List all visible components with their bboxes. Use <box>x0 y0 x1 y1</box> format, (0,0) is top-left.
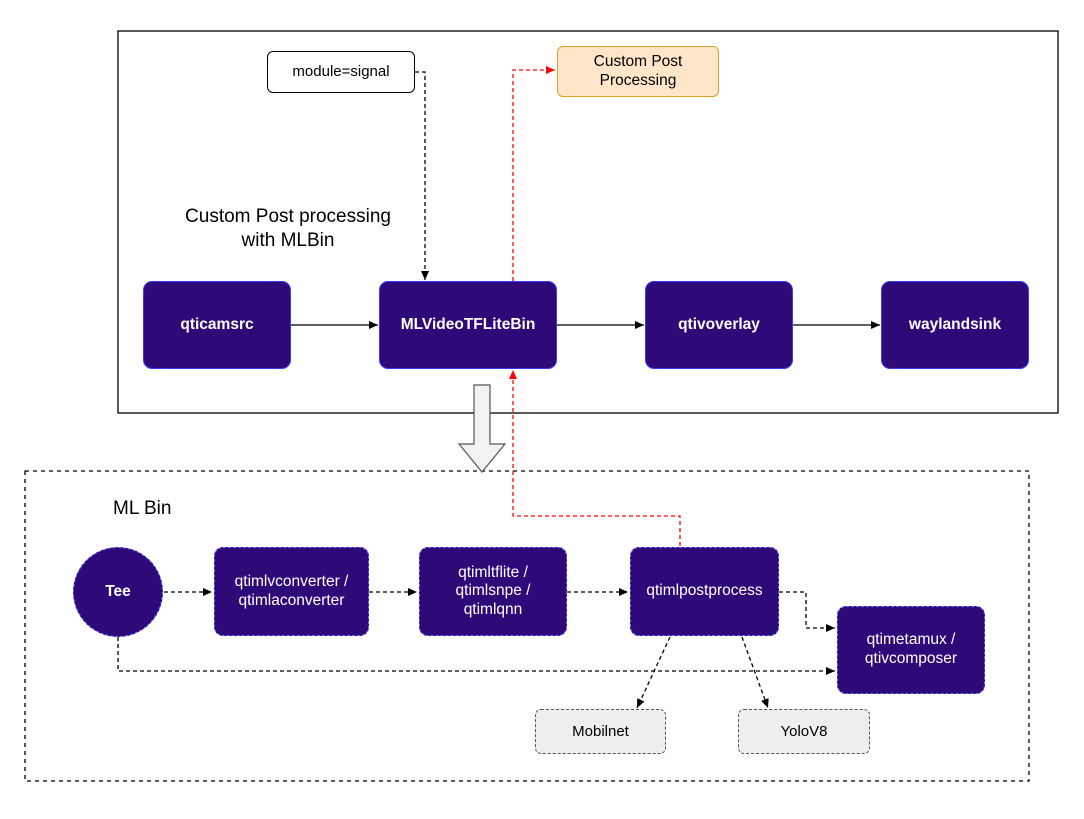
node-metamux-label: qtimetamux / qtivcomposer <box>864 631 958 667</box>
node-inference: qtimltflite / qtimlsnpe / qtimlqnn <box>419 547 567 636</box>
edge-mlbin-custom-post <box>512 66 555 281</box>
node-mlvideotflitebin-label: MLVideoTFLiteBin <box>400 315 536 333</box>
node-metamux: qtimetamux / qtivcomposer <box>837 606 985 694</box>
node-converter-label: qtimlvconverter / qtimlaconverter <box>234 572 349 609</box>
edge-postprocess-yolo <box>741 636 769 709</box>
custom-post-processing-box: Custom Post Processing <box>557 46 719 97</box>
custom-post-processing-text: Custom Post Processing <box>593 52 683 89</box>
node-qticamsrc: qticamsrc <box>143 281 291 369</box>
edge-postprocess-metamux <box>779 591 835 632</box>
edge-postprocess-mobilnet <box>636 636 671 709</box>
model-mobilnet-label: Mobilnet <box>572 722 629 740</box>
node-tee-label: Tee <box>105 582 131 600</box>
node-mlvideotflitebin: MLVideoTFLiteBin <box>379 281 557 369</box>
expand-arrow-icon <box>457 384 507 473</box>
node-waylandsink: waylandsink <box>881 281 1029 369</box>
node-postprocess: qtimlpostprocess <box>630 547 779 636</box>
model-yolov8: YoloV8 <box>738 709 870 754</box>
caption-custom-post-processing: Custom Post processing with MLBin <box>185 206 391 251</box>
node-waylandsink-label: waylandsink <box>908 315 1002 333</box>
node-tee: Tee <box>73 547 163 637</box>
node-qticamsrc-label: qticamsrc <box>180 315 254 333</box>
model-mobilnet: Mobilnet <box>535 709 666 754</box>
node-qtivoverlay-label: qtivoverlay <box>678 315 760 333</box>
edge-tee-metamux <box>117 637 835 675</box>
node-qtivoverlay: qtivoverlay <box>645 281 793 369</box>
top-pipeline-frame <box>117 30 1059 414</box>
module-signal-box: module=signal <box>267 51 415 93</box>
ml-bin-title: ML Bin <box>113 498 172 519</box>
node-postprocess-label: qtimlpostprocess <box>646 582 763 600</box>
module-signal-text: module=signal <box>292 63 390 80</box>
ml-bin-frame <box>24 470 1030 782</box>
model-yolov8-label: YoloV8 <box>780 722 828 740</box>
edge-postprocess-mlbin <box>509 370 681 546</box>
node-converter: qtimlvconverter / qtimlaconverter <box>214 547 369 636</box>
node-inference-label: qtimltflite / qtimlsnpe / qtimlqnn <box>455 563 531 618</box>
edge-signal-mlbin <box>415 71 429 280</box>
